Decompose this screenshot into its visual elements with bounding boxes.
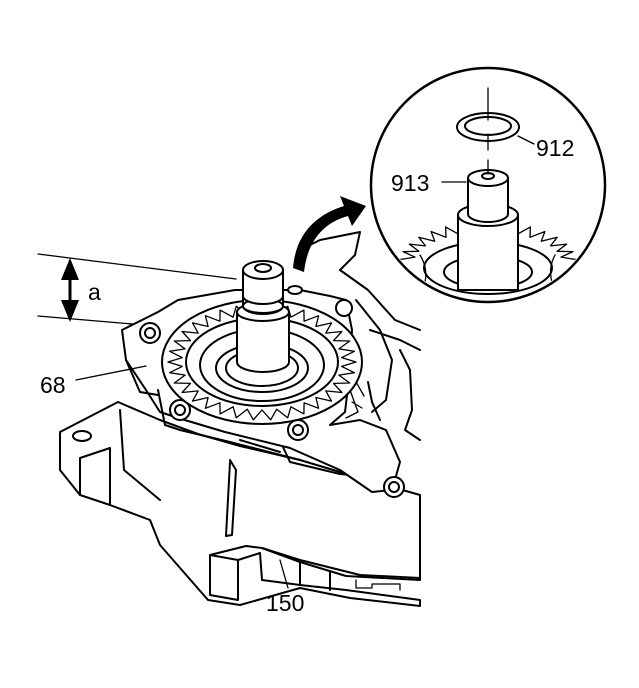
detail-arrow-icon xyxy=(293,196,366,272)
detail-view xyxy=(369,66,607,304)
ring-label-912: 912 xyxy=(536,135,574,161)
housing-leader-line xyxy=(75,365,147,381)
shaft-label-913: 913 xyxy=(391,170,429,196)
output-shaft xyxy=(236,260,303,373)
dimension-a-arrow-icon xyxy=(61,258,79,322)
dimension-label: a xyxy=(88,279,101,305)
base-leader-line xyxy=(279,559,289,589)
base-casting xyxy=(59,401,421,607)
housing-label-68: 68 xyxy=(40,372,66,398)
base-label-150: 150 xyxy=(266,590,304,616)
housing-background-contours xyxy=(299,231,421,441)
